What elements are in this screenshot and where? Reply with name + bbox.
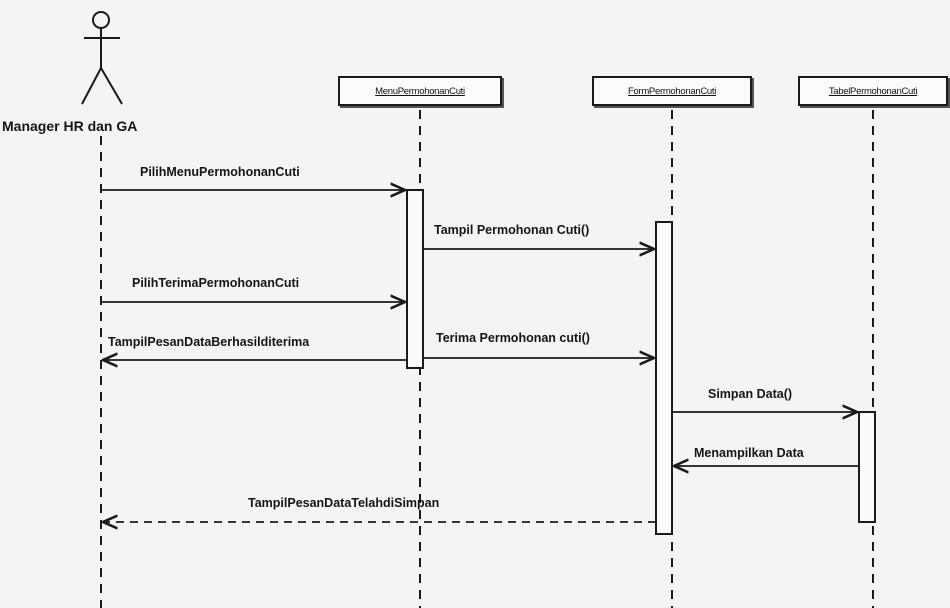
activation-bar-tabel (858, 411, 876, 523)
participant-label: MenuPermohonanCuti (375, 85, 465, 97)
message-label-3: PilihTerimaPermohonanCuti (132, 276, 300, 290)
message-label-1: PilihMenuPermohonanCuti (140, 165, 300, 179)
participant-menu-permohonan-cuti: MenuPermohonanCuti (338, 76, 502, 106)
participant-label: TabelPermohonanCuti (828, 85, 918, 97)
message-label-2: Tampil Permohonan Cuti() (434, 223, 590, 237)
actor-stick-figure (81, 11, 123, 105)
message-label-6: Simpan Data() (708, 387, 793, 401)
activation-bar-menu (406, 189, 424, 369)
activation-bar-form (655, 221, 673, 535)
participant-label: FormPermohonanCuti (627, 85, 717, 97)
message-label-5: Terima Permohonan cuti() (436, 331, 590, 345)
participant-form-permohonan-cuti: FormPermohonanCuti (592, 76, 752, 106)
message-label-8: TampilPesanDataTelahdiSimpan (248, 496, 440, 510)
message-label-4: TampilPesanDataBerhasilditerima (108, 335, 310, 349)
actor-label: Manager HR dan GA (2, 118, 138, 134)
participant-tabel-permohonan-cuti: TabelPermohonanCuti (798, 76, 948, 106)
message-label-7: Menampilkan Data (694, 446, 804, 460)
